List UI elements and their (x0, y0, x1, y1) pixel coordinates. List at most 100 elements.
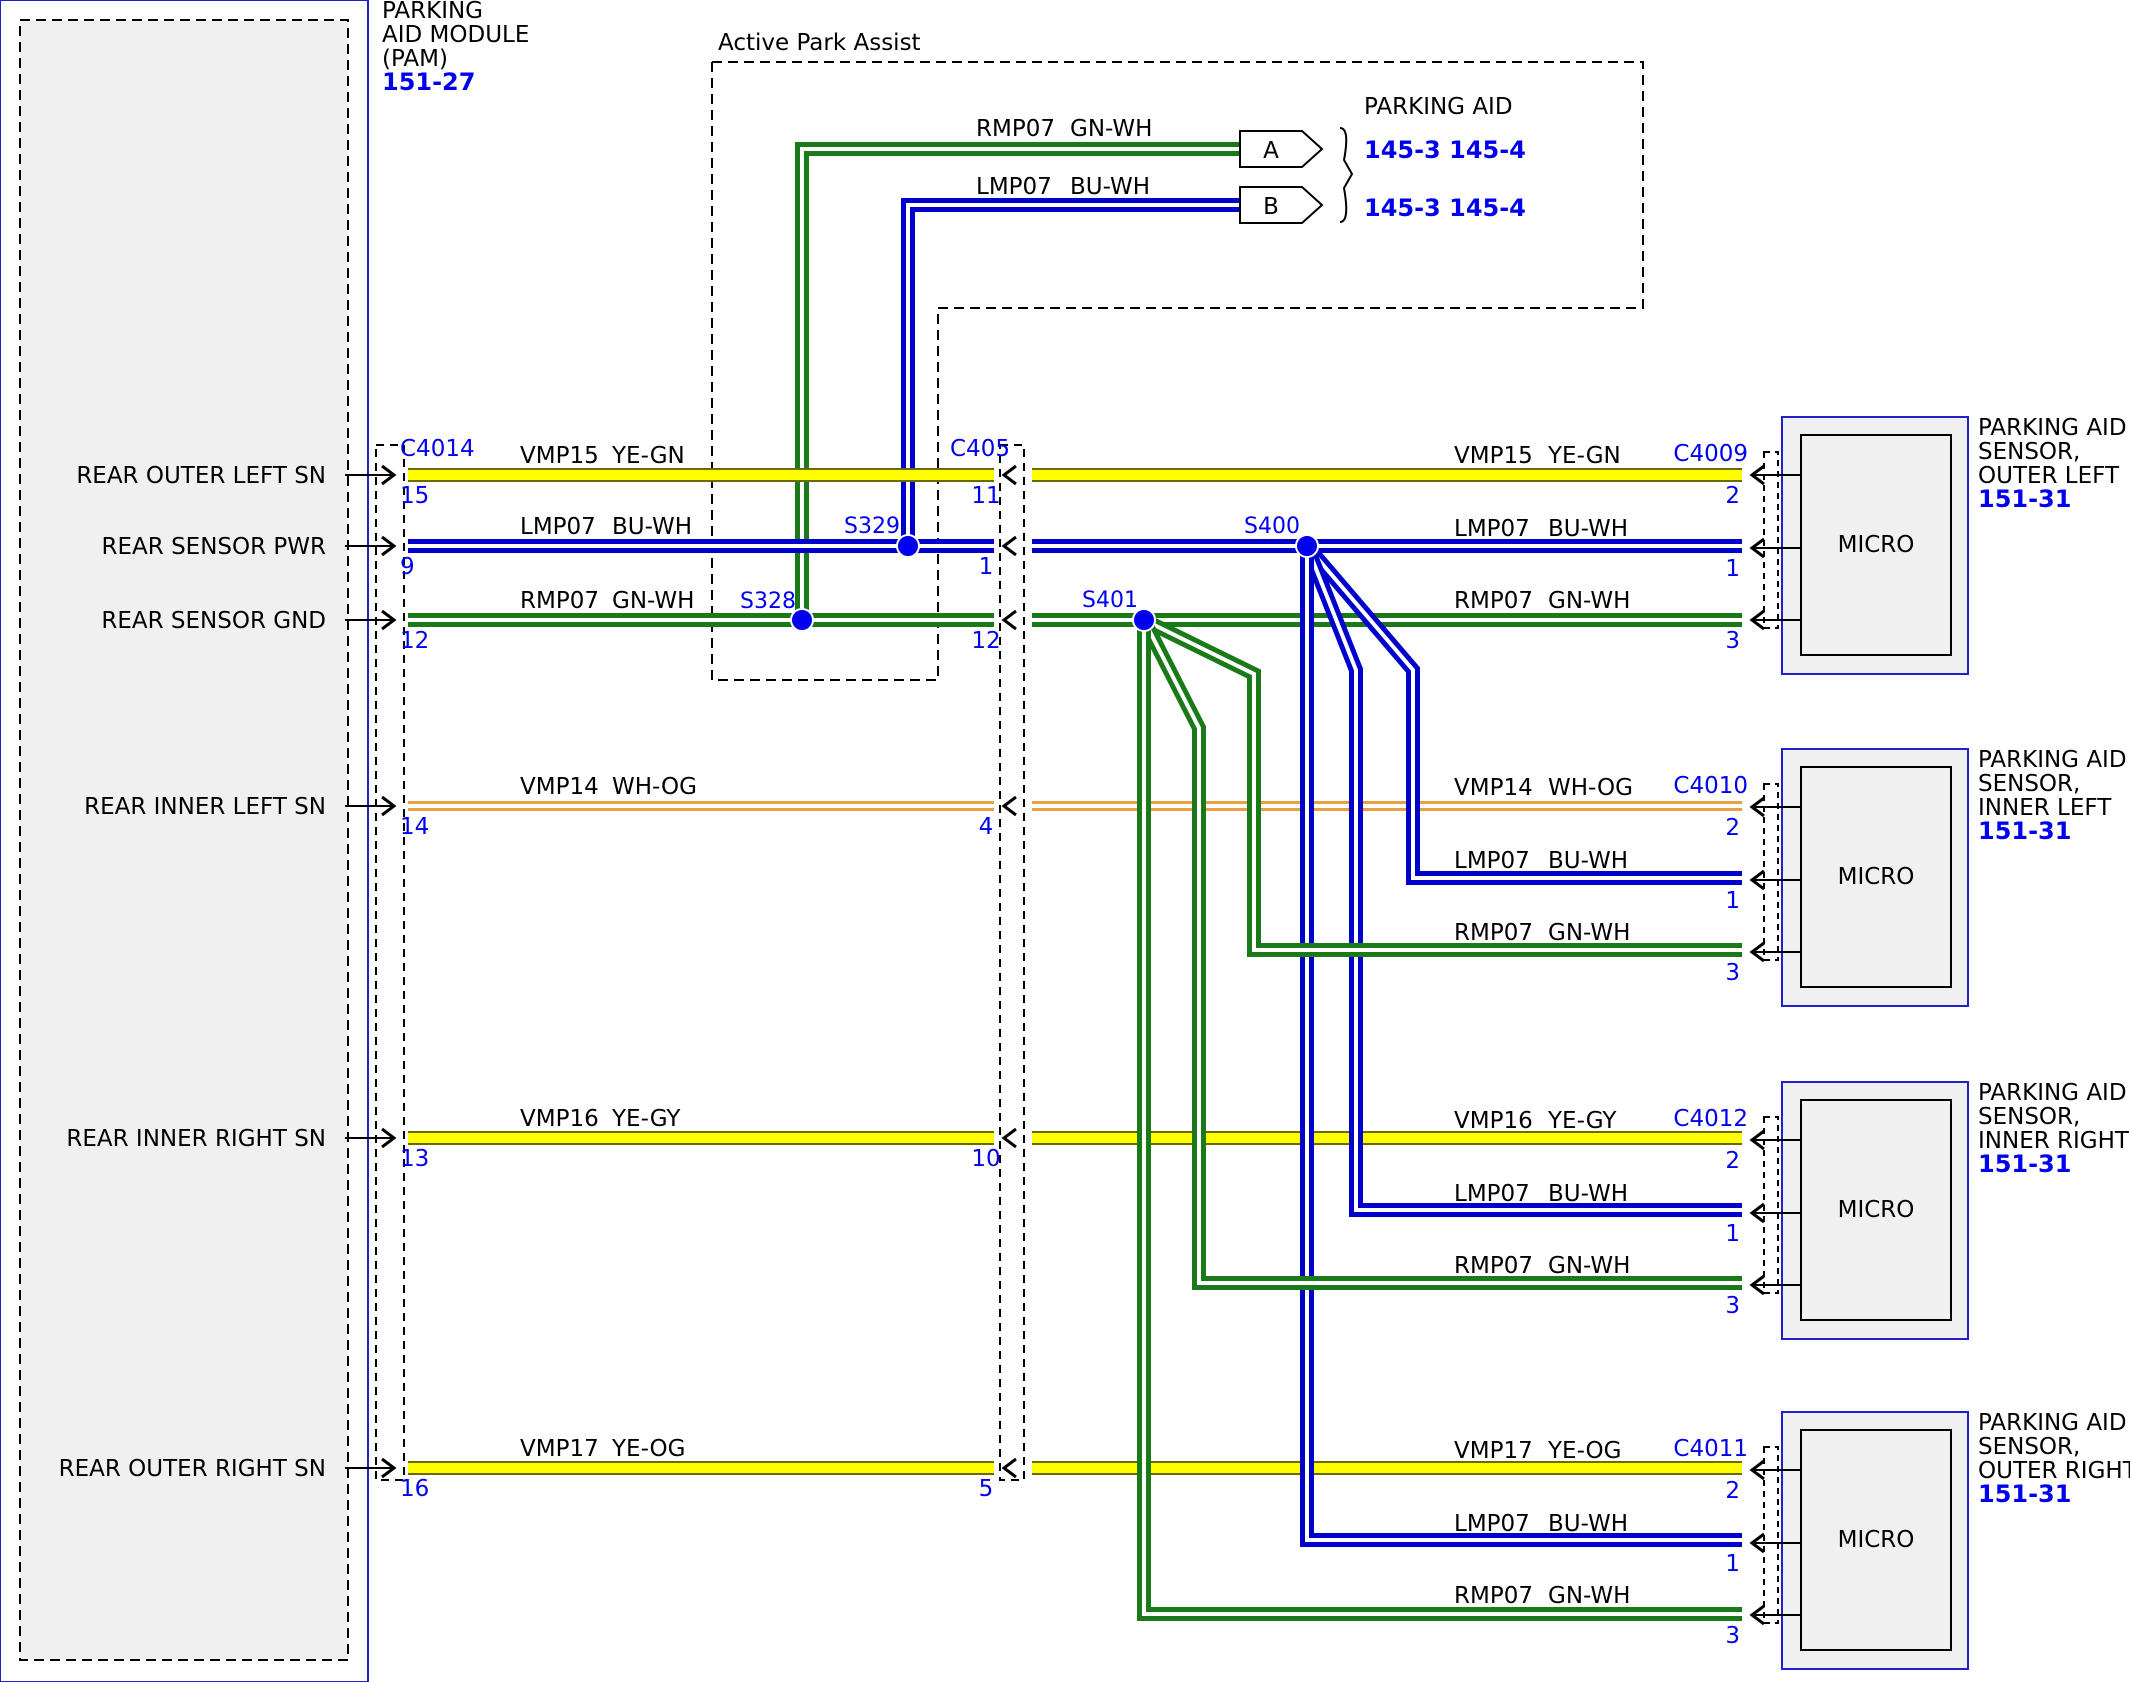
wire-circuit-label: LMP07 (1454, 1181, 1530, 1207)
wire-color-label: BU-WH (1548, 848, 1628, 874)
pam-pin-arrow (381, 1127, 397, 1149)
pam-pin-label: REAR SENSOR PWR (102, 534, 326, 560)
wire-color-label: BU-WH (612, 514, 692, 540)
wire-color-label: GN-WH (1548, 920, 1630, 946)
c405-pin-arrow (1001, 795, 1017, 817)
c405-pin-arrow (1001, 1457, 1017, 1479)
pam-pin-arrow (381, 1457, 397, 1479)
connector-a-label: A (1263, 138, 1279, 164)
pam-title-1: PARKING (382, 0, 483, 24)
c405-connector-name: C405 (950, 436, 1010, 462)
sensor-title-3: INNER RIGHT (1978, 1128, 2130, 1154)
wire-a-circuit: RMP07 (976, 116, 1055, 142)
wire-a-color: GN-WH (1070, 116, 1152, 142)
wire-circuit-label: RMP07 (1454, 1253, 1533, 1279)
pam-pin-number: 15 (400, 483, 429, 509)
splice-s329 (896, 534, 920, 558)
pam-pin-number: 13 (400, 1146, 429, 1172)
micro-label: MICRO (1838, 532, 1915, 558)
micro-box (1800, 766, 1952, 988)
sensor-pin-arrow (1749, 941, 1765, 963)
wire-color-label: WH-OG (612, 774, 697, 800)
c405-pin-number: 11 (971, 483, 1000, 509)
wire-circuit-label: LMP07 (1454, 1511, 1530, 1537)
wire-rmp07-to-a (795, 142, 1242, 620)
pam-pin-label: REAR OUTER LEFT SN (76, 463, 326, 489)
sensor-title-2: SENSOR, (1978, 439, 2080, 465)
sensor-pin-arrow (1749, 1604, 1765, 1626)
c405-pin-arrow (1001, 535, 1017, 557)
splice-s328 (790, 608, 814, 632)
wire-circuit-label: RMP07 (1454, 588, 1533, 614)
active-park-assist-region (711, 61, 1644, 681)
c405-pin-number: 5 (979, 1476, 994, 1502)
micro-label: MICRO (1838, 1527, 1915, 1553)
pam-pin-number: 12 (400, 628, 429, 654)
c405-pin-arrow (1001, 609, 1017, 631)
sensor-pin-number: 3 (1725, 1293, 1740, 1319)
sensor-connector-outline (1763, 451, 1779, 629)
sensor-pin-number: 2 (1725, 1148, 1740, 1174)
wire-circuit-label: VMP17 (520, 1436, 599, 1462)
sensor-title-3: INNER LEFT (1978, 795, 2112, 821)
wire-circuit-label: RMP07 (1454, 1583, 1533, 1609)
sensor-pin-number: 3 (1725, 628, 1740, 654)
sensor-ref: 151-31 (1978, 817, 2071, 845)
sensor-ref: 151-31 (1978, 1480, 2071, 1508)
wire-circuit-label: RMP07 (520, 588, 599, 614)
wire-circuit-label: VMP15 (1454, 443, 1533, 469)
c405-pin-number: 10 (971, 1146, 1000, 1172)
wire-color-label: YE-GN (611, 443, 685, 469)
pam-connector-name: C4014 (400, 436, 475, 462)
pam-pin-arrow (381, 464, 397, 486)
sensor-pin-number: 3 (1725, 1623, 1740, 1649)
sensor-pin-number: 1 (1725, 556, 1740, 582)
pam-title-2: AID MODULE (382, 22, 529, 48)
wire-circuit-label: VMP14 (1454, 775, 1533, 801)
wire-circuit-label: LMP07 (520, 514, 596, 540)
pam-pin-label: REAR INNER RIGHT SN (66, 1126, 326, 1152)
sensor-pin-arrow (1749, 537, 1765, 559)
sensor-pin-arrow (1749, 796, 1765, 818)
c405-pin-arrow (1001, 1127, 1017, 1149)
parking-aid-connector-a: A (1239, 130, 1324, 168)
pam-pin-number: 16 (400, 1476, 429, 1502)
wire-circuit-label: VMP14 (520, 774, 599, 800)
pam-inner-box (19, 19, 349, 1661)
wire-rmp07-branches (1137, 613, 1742, 1621)
parking-aid-b-ref: 145-3 145-4 (1364, 194, 1526, 222)
pam-title-3: (PAM) (382, 46, 448, 72)
sensor-pin-arrow (1749, 1532, 1765, 1554)
c405-pin-number: 4 (979, 814, 994, 840)
splice-s401 (1132, 608, 1156, 632)
wire-circuit-label: VMP15 (520, 443, 599, 469)
wire-color-label: BU-WH (1548, 516, 1628, 542)
wire-lmp07-branches (1300, 541, 1742, 1547)
c405-pin-arrow (1001, 464, 1017, 486)
sensor-pin-number: 2 (1725, 1478, 1740, 1504)
pam-pin-number: 14 (400, 814, 429, 840)
sensor-pin-arrow (1749, 1202, 1765, 1224)
splice-s400 (1295, 534, 1319, 558)
sensor-pin-number: 3 (1725, 960, 1740, 986)
wire-circuit-label: VMP17 (1454, 1438, 1533, 1464)
wire-color-label: WH-OG (1548, 775, 1633, 801)
wire-circuit-label: LMP07 (1454, 516, 1530, 542)
connector-b-label: B (1263, 194, 1279, 220)
pam-ref: 151-27 (382, 68, 475, 96)
wire-color-label: YE-OG (1547, 1438, 1621, 1464)
sensor-ref: 151-31 (1978, 485, 2071, 513)
sensor-pin-number: 1 (1725, 888, 1740, 914)
sensor-pin-number: 1 (1725, 1221, 1740, 1247)
sensor-title-2: SENSOR, (1978, 771, 2080, 797)
sensor-connector-name: C4012 (1673, 1106, 1748, 1132)
wire-b-color: BU-WH (1070, 174, 1150, 200)
micro-label: MICRO (1838, 1197, 1915, 1223)
wire-color-label: GN-WH (1548, 1253, 1630, 1279)
wire-color-label: GN-WH (1548, 1583, 1630, 1609)
